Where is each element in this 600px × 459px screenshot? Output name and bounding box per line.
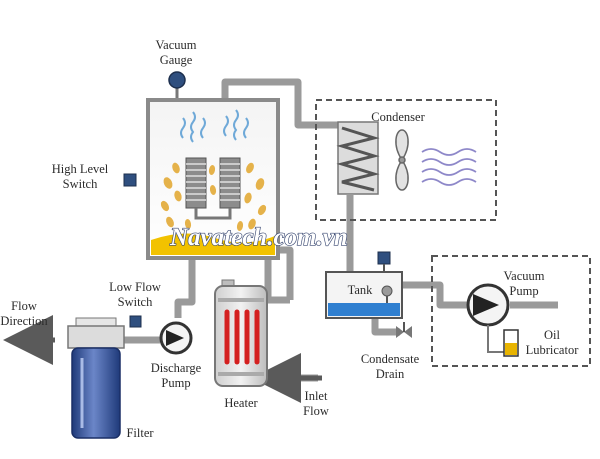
high-level-switch-icon bbox=[123, 173, 137, 187]
condenser-coil bbox=[336, 121, 380, 195]
tank-level-switch-icon bbox=[377, 251, 391, 265]
oil-lubricator-icon bbox=[487, 325, 519, 357]
label-oil-lubricator-1: Oil bbox=[544, 328, 561, 342]
vacuum-pump-icon bbox=[466, 283, 510, 327]
vacuum-gauge-icon bbox=[168, 71, 186, 89]
droplets bbox=[160, 162, 267, 231]
label-oil-lubricator-2: Lubricator bbox=[526, 343, 580, 357]
labels: Vacuum Gauge High Level Switch Condenser… bbox=[0, 38, 579, 440]
label-vacuum-gauge-2: Gauge bbox=[160, 53, 193, 67]
label-condenser: Condenser bbox=[371, 110, 425, 124]
label-vacuum-pump-1: Vacuum bbox=[504, 269, 545, 283]
tank-to-vacuum-pump-pipe bbox=[402, 281, 470, 309]
vacuum-pump-box bbox=[431, 255, 591, 367]
fan-icon bbox=[395, 129, 409, 191]
label-heater: Heater bbox=[224, 396, 258, 410]
filter bbox=[67, 317, 125, 439]
label-condensate-drain-2: Drain bbox=[376, 367, 405, 381]
discharge-pump-icon bbox=[159, 321, 193, 355]
heater bbox=[214, 279, 268, 387]
steam-icon bbox=[180, 109, 249, 143]
tank-water bbox=[328, 303, 400, 316]
label-flow-direction-2: Direction bbox=[0, 314, 48, 328]
label-tank: Tank bbox=[348, 283, 374, 297]
label-low-flow-switch-2: Switch bbox=[118, 295, 153, 309]
tank bbox=[325, 271, 403, 319]
label-vacuum-pump-2: Pump bbox=[509, 284, 538, 298]
label-high-level-switch-2: Switch bbox=[63, 177, 98, 191]
condenser-box bbox=[315, 99, 497, 221]
label-discharge-pump-1: Discharge bbox=[151, 361, 202, 375]
label-condensate-drain-1: Condensate bbox=[361, 352, 420, 366]
tank-drain-pipe bbox=[371, 318, 400, 336]
label-high-level-switch-1: High Level bbox=[52, 162, 109, 176]
low-flow-switch-icon bbox=[129, 315, 142, 328]
evaporator-vessel bbox=[146, 98, 280, 260]
evaporating-liquid bbox=[151, 233, 275, 255]
vapor-line bbox=[221, 78, 340, 129]
heating-element-icon bbox=[224, 309, 260, 365]
label-inlet-flow-1: Inlet bbox=[305, 389, 328, 403]
float-icon bbox=[381, 285, 393, 297]
label-flow-direction-1: Flow bbox=[11, 299, 37, 313]
label-inlet-flow-2: Flow bbox=[303, 404, 329, 418]
label-discharge-pump-2: Pump bbox=[161, 376, 190, 390]
airflow-waves bbox=[421, 148, 477, 186]
watermark: Navatech.com.vn bbox=[169, 224, 348, 251]
drain-valve-icon bbox=[396, 322, 412, 338]
label-low-flow-switch-1: Low Flow bbox=[109, 280, 161, 294]
evaporator-drain-pipe bbox=[174, 258, 196, 318]
label-filter: Filter bbox=[126, 426, 154, 440]
label-vacuum-gauge-1: Vacuum bbox=[156, 38, 197, 52]
heat-exchanger-coils bbox=[185, 157, 241, 220]
